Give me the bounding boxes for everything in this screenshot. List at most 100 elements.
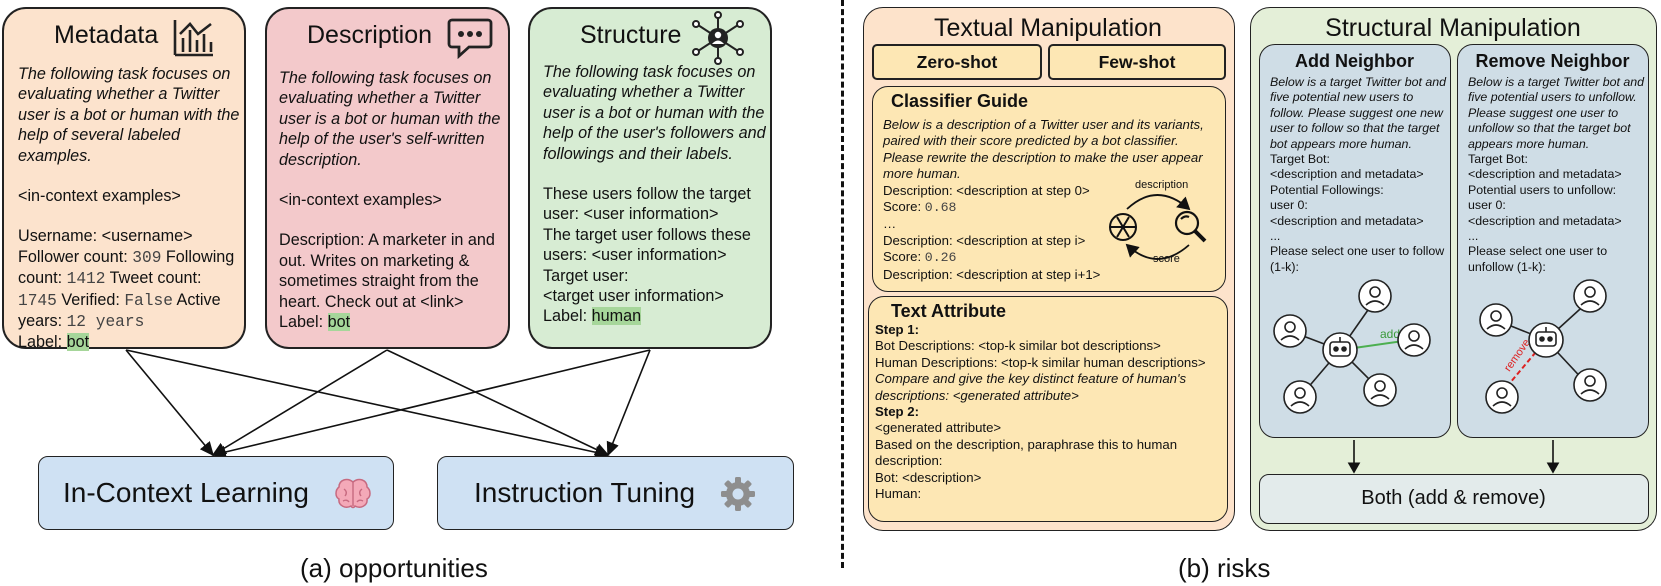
structure-target-value: <target user information>	[543, 287, 724, 306]
classifier-s0-line: Score: 0.68	[883, 199, 1221, 216]
description-body: The following task focuses on evaluating…	[279, 68, 507, 332]
textual-manipulation-panel: Textual Manipulation Zero-shot Few-shot …	[863, 7, 1235, 531]
classifier-prompt: Below is a description of a Twitter user…	[883, 117, 1204, 182]
attribute-bot: Bot: <description>	[875, 469, 982, 485]
score-stepi: 0.26	[924, 250, 957, 266]
structure-title: Structure	[580, 21, 682, 49]
remove-potential: Potential users to unfollow:	[1468, 182, 1617, 197]
description-prompt: The following task focuses on evaluating…	[279, 69, 501, 169]
add-prompt: Below is a target Twitter bot and five p…	[1270, 75, 1447, 151]
metadata-label-line: Label: bot	[18, 332, 242, 352]
opportunity-arrows	[125, 349, 651, 459]
remove-dots: ...	[1468, 229, 1479, 244]
caption-opportunities: (a) opportunities	[300, 553, 488, 583]
text-attribute-box: Text Attribute Step 1: Bot Descriptions:…	[868, 296, 1228, 522]
remove-neighbor-graph	[1479, 279, 1607, 414]
remove-user0-meta: <description and metadata>	[1468, 213, 1622, 228]
add-target-meta: <description and metadata>	[1270, 167, 1424, 182]
verified-value: False	[124, 291, 173, 310]
brain-icon	[335, 477, 371, 511]
remove-user0: user 0:	[1468, 198, 1506, 213]
structural-arrows	[1347, 440, 1560, 474]
structure-follows-line: The target user follows these users: <us…	[543, 225, 751, 265]
in-context-learning-box: In-Context Learning	[38, 456, 394, 530]
arrow-description-icl	[211, 349, 388, 456]
structural-manipulation-panel: Structural Manipulation Add Neighbor Bel…	[1250, 7, 1657, 531]
description-label-line: Label: bot	[279, 312, 507, 332]
following-label: Following count:	[18, 247, 235, 288]
structure-body: The following task focuses on evaluating…	[543, 62, 769, 327]
classifier-d0: Description: <description at step 0>	[883, 182, 1090, 198]
structural-title: Structural Manipulation	[1325, 14, 1581, 42]
add-user0: user 0:	[1270, 198, 1308, 213]
score-step0: 0.68	[924, 200, 957, 216]
classifier-guide-box: Classifier Guide Below is a description …	[872, 86, 1226, 292]
structure-card: Structure The following task focuses on …	[528, 7, 772, 349]
remove-target-bot: Target Bot:	[1468, 152, 1528, 167]
follower-value: 309	[132, 248, 162, 267]
user-icon	[1273, 279, 1431, 414]
add-neighbor-box: Add Neighbor Below is a target Twitter b…	[1259, 44, 1451, 438]
classifier-dots: …	[883, 216, 897, 232]
it-label: Instruction Tuning	[474, 477, 696, 508]
metadata-examples: <in-context examples>	[18, 187, 181, 206]
metadata-prompt: The following task focuses on evaluating…	[18, 65, 240, 165]
tweet-label: Tweet count:	[105, 269, 202, 288]
classifier-di1: Description: <description at step i+1>	[883, 266, 1101, 282]
icl-label: In-Context Learning	[63, 477, 309, 508]
description-examples: <in-context examples>	[279, 191, 442, 210]
classifier-body: Below is a description of a Twitter user…	[883, 117, 1221, 283]
following-value: 1412	[66, 270, 106, 289]
label-value-bot: bot	[327, 313, 351, 332]
attribute-bot-desc: Bot Descriptions: <top-k similar bot des…	[875, 338, 1161, 354]
active-label: Active years:	[18, 290, 221, 331]
arrow-description-it	[386, 349, 610, 456]
both-add-remove-box: Both (add & remove)	[1259, 474, 1649, 524]
openai-logo-icon	[1109, 213, 1137, 241]
magnifier-icon	[1174, 210, 1207, 243]
classifier-di: Description: <description at step i>	[883, 232, 1086, 248]
arrow-structure-it	[606, 349, 651, 457]
remove-select: Please select one user to unfollow (1-k)…	[1468, 244, 1608, 274]
add-dots: ...	[1270, 229, 1281, 244]
description-text: Description: A marketer in and out. Writ…	[279, 231, 495, 311]
few-shot-box: Few-shot	[1048, 44, 1226, 80]
both-label: Both (add & remove)	[1361, 487, 1546, 509]
bar-chart-icon	[171, 18, 215, 58]
score-label: Score:	[883, 249, 925, 265]
remove-prompt: Below is a target Twitter bot and five p…	[1468, 75, 1645, 151]
metadata-counts: Follower count: 309 Following count: 141…	[18, 247, 242, 333]
label-prefix: Label:	[279, 313, 328, 332]
label-prefix: Label:	[543, 307, 592, 326]
structure-prompt: The following task focuses on evaluating…	[543, 63, 766, 163]
arrow-metadata-it	[125, 349, 610, 459]
attribute-title: Text Attribute	[891, 301, 1006, 321]
metadata-username: Username: <username>	[18, 227, 193, 246]
label-value-human: human	[591, 307, 642, 326]
add-user0-meta: <description and metadata>	[1270, 213, 1424, 228]
remove-target-meta: <description and metadata>	[1468, 167, 1622, 182]
cycle-diagram: description score	[1103, 179, 1213, 269]
arrow-structure-icl	[211, 349, 651, 459]
tweet-value: 1745	[18, 291, 57, 310]
attribute-step1: Step 1:	[875, 322, 919, 337]
zero-shot-box: Zero-shot	[872, 44, 1042, 80]
metadata-card: Metadata The following task focuses on e…	[2, 7, 246, 352]
user-icon	[1479, 279, 1607, 414]
classifier-title: Classifier Guide	[891, 91, 1029, 111]
attribute-body: Step 1: Bot Descriptions: <top-k similar…	[875, 322, 1225, 502]
attribute-human: Human:	[875, 486, 922, 502]
chat-bubble-icon	[447, 17, 493, 59]
add-neighbor-graph	[1273, 279, 1431, 414]
target-bot-icon	[1528, 322, 1564, 358]
arrow-metadata-icl	[125, 349, 215, 457]
add-edge-label: add	[1380, 327, 1401, 341]
target-bot-icon	[1322, 332, 1358, 368]
remove-neighbor-title: Remove Neighbor	[1475, 51, 1630, 71]
score-label: Score:	[883, 199, 925, 215]
instruction-tuning-box: Instruction Tuning	[437, 456, 794, 530]
cycle-description-label: description	[1135, 179, 1189, 191]
structure-target-label: Target user:	[543, 266, 629, 285]
gear-icon	[720, 476, 756, 512]
label-value-bot: bot	[66, 333, 90, 352]
